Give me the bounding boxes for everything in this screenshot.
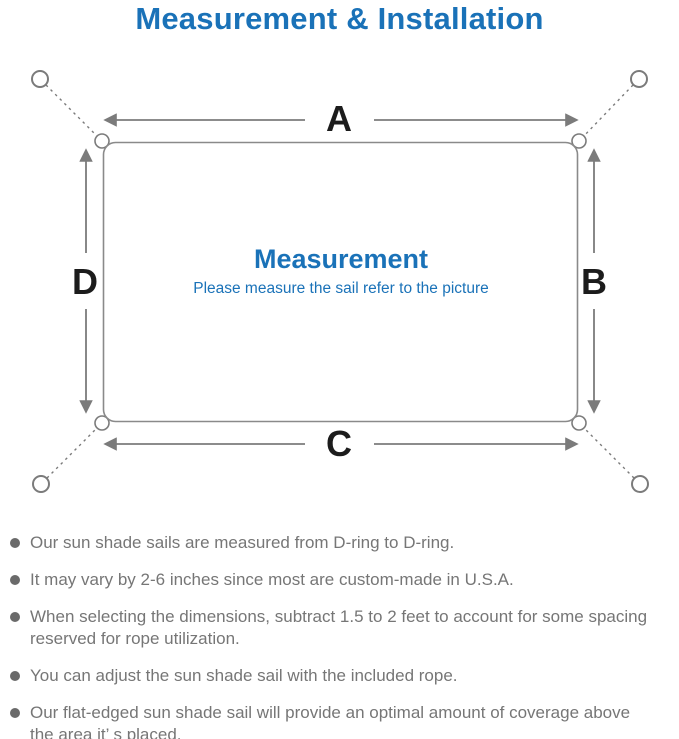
dimension-label-d: D: [72, 261, 98, 302]
center-caption-subtitle: Please measure the sail refer to the pic…: [193, 280, 489, 297]
list-item: Our flat-edged sun shade sail will provi…: [10, 702, 675, 739]
dimension-label-b: B: [581, 261, 607, 302]
dimension-label-c: C: [326, 423, 352, 464]
note-text: When selecting the dimensions, subtract …: [30, 607, 648, 626]
note-text: It may vary by 2-6 inches since most are…: [30, 570, 514, 589]
list-item: It may vary by 2-6 inches since most are…: [10, 569, 675, 591]
note-text: reserved for rope utilization.: [30, 629, 240, 648]
sail-outline: [102, 141, 579, 423]
bullet-icon: [10, 708, 20, 718]
note-text: Our sun shade sails are measured from D-…: [30, 533, 455, 552]
list-item: Our sun shade sails are measured from D-…: [10, 532, 675, 554]
note-text: the area it’ s placed.: [30, 725, 182, 739]
note-text: You can adjust the sun shade sail with t…: [30, 666, 458, 685]
d-ring-top-left: [94, 133, 110, 149]
page-title: Measurement & Installation: [135, 1, 544, 36]
note-text: Our flat-edged sun shade sail will provi…: [30, 703, 631, 722]
rope-dashed-bottom-left: [46, 424, 101, 479]
list-item: When selecting the dimensions, subtract …: [10, 606, 675, 650]
anchor-ring-top-left: [31, 70, 49, 88]
list-item: You can adjust the sun shade sail with t…: [10, 665, 675, 687]
rope-dashed-bottom-right: [580, 424, 635, 479]
d-ring-bottom-left: [94, 415, 110, 431]
notes-list: Our sun shade sails are measured from D-…: [10, 532, 675, 739]
d-ring-bottom-right: [571, 415, 587, 431]
anchor-ring-bottom-left: [32, 475, 50, 493]
anchor-ring-top-right: [630, 70, 648, 88]
sail-measurement-diagram: A C D B Measurement Please measure the s…: [31, 70, 649, 493]
rope-dashed-top-right: [580, 84, 634, 140]
bullet-icon: [10, 538, 20, 548]
d-ring-top-right: [571, 133, 587, 149]
bullet-icon: [10, 575, 20, 585]
dimension-label-a: A: [326, 98, 352, 139]
anchor-ring-bottom-right: [631, 475, 649, 493]
rope-dashed-top-left: [45, 84, 101, 140]
bullet-icon: [10, 671, 20, 681]
bullet-icon: [10, 612, 20, 622]
center-caption-title: Measurement: [254, 244, 428, 274]
